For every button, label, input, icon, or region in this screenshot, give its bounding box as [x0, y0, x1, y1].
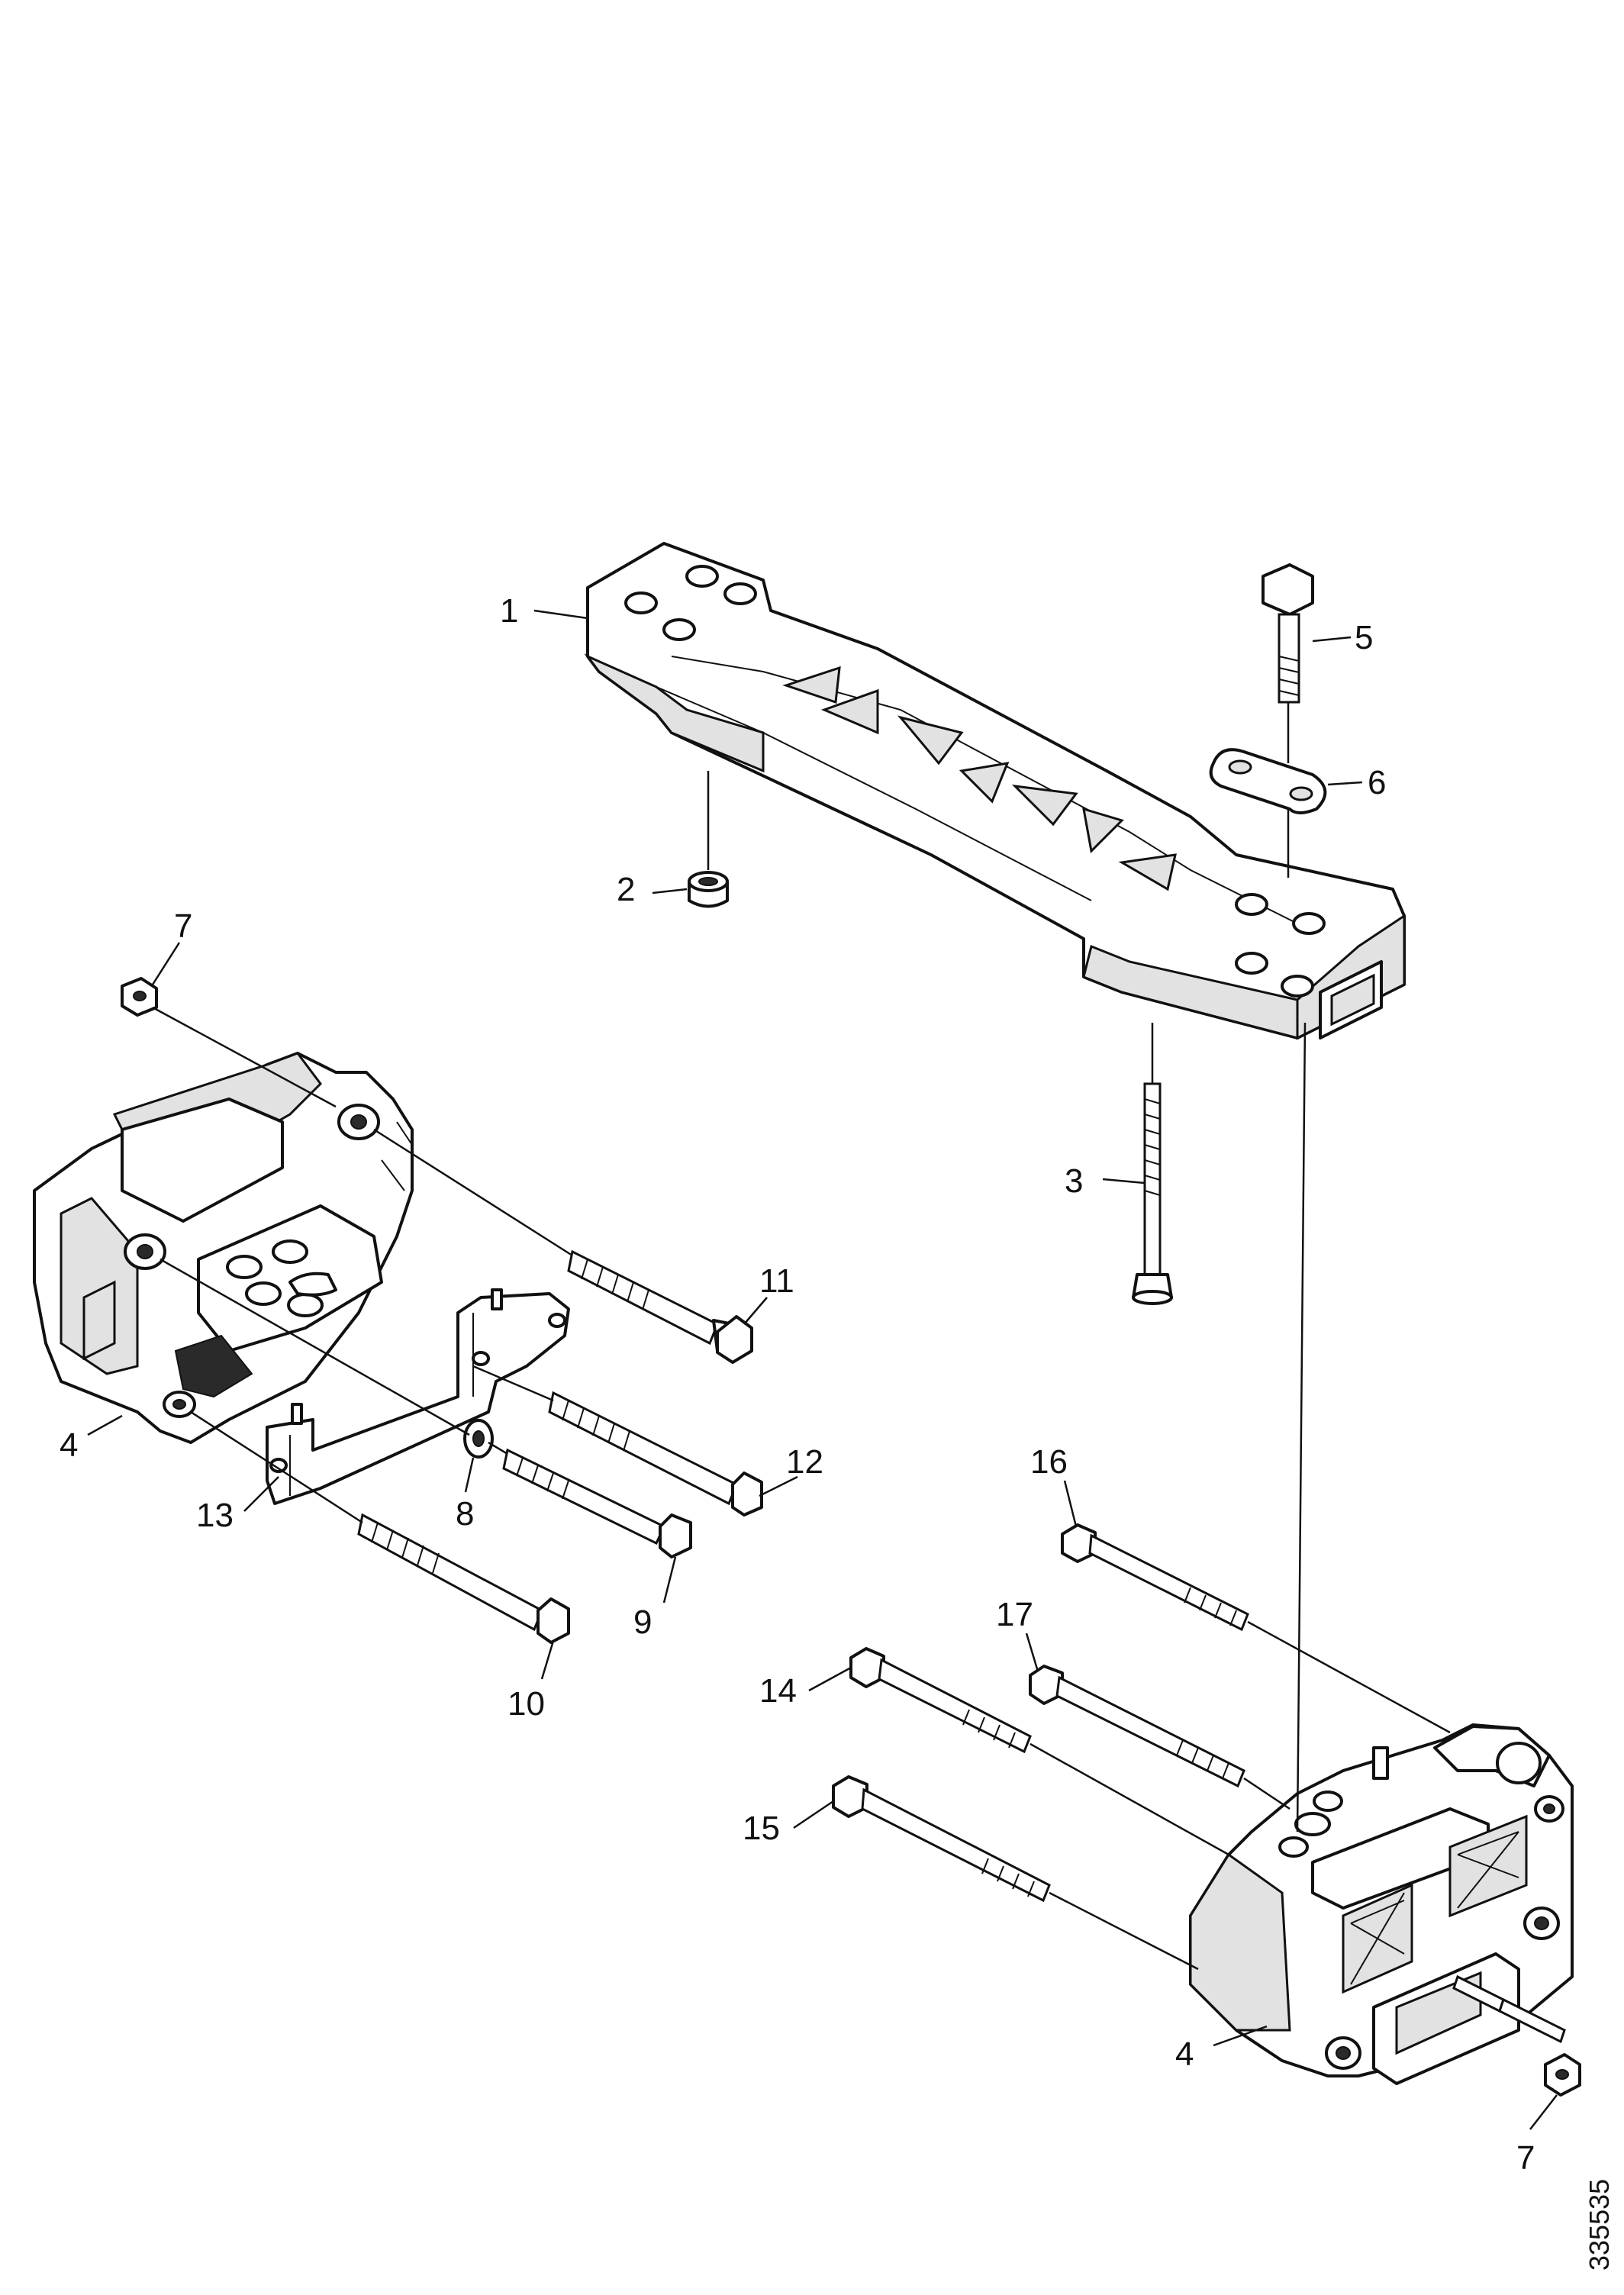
callout-6: 6 [1368, 764, 1386, 801]
nut-part-7-right [1544, 2053, 1581, 2097]
reference-number: 335535 [1584, 2179, 1615, 2271]
bolt-part-9 [502, 1448, 692, 1558]
callout-7-right: 7 [1516, 2139, 1535, 2177]
centerlines [152, 702, 1451, 1971]
callout-16: 16 [1030, 1443, 1068, 1481]
callout-4-left: 4 [60, 1426, 78, 1464]
callout-14: 14 [759, 1672, 797, 1710]
callouts: 1 2 3 4 4 5 6 7 7 8 9 10 11 12 13 14 15 … [60, 592, 1535, 2177]
bolt-part-17 [1029, 1665, 1245, 1788]
engine-mount-right-part-4 [1189, 1723, 1574, 2085]
bolt-part-15 [832, 1775, 1051, 1903]
callout-9: 9 [633, 1604, 652, 1641]
plate-part-6 [1209, 748, 1327, 814]
callout-3: 3 [1065, 1162, 1083, 1200]
callout-5: 5 [1355, 619, 1373, 656]
bolt-part-5 [1262, 563, 1314, 704]
callout-7-left: 7 [174, 907, 192, 945]
bolt-part-11 [567, 1249, 753, 1364]
callout-10: 10 [508, 1685, 545, 1723]
bolt-part-16 [1061, 1523, 1249, 1632]
callout-11: 11 [759, 1262, 794, 1300]
callout-12: 12 [786, 1443, 823, 1481]
callout-1: 1 [500, 592, 518, 630]
callout-17: 17 [996, 1596, 1033, 1633]
callout-2: 2 [617, 871, 635, 908]
washer-part-8 [463, 1419, 494, 1459]
callout-15: 15 [743, 1810, 780, 1847]
bolt-part-10 [357, 1513, 570, 1644]
engine-mount-left-part-4 [33, 1052, 414, 1444]
callout-13: 13 [196, 1497, 234, 1534]
stud-bolt-part-3 [1132, 1082, 1173, 1305]
bracket-part-13 [266, 1288, 570, 1505]
callout-4-right: 4 [1175, 2036, 1194, 2073]
crossmember-part-1 [584, 542, 1406, 1040]
bolt-part-14 [849, 1647, 1032, 1754]
leader-lines [87, 609, 1558, 2130]
bolt-part-12 [548, 1391, 763, 1517]
nut-part-7-left [121, 977, 158, 1017]
bushing-part-2 [688, 871, 729, 908]
callout-8: 8 [456, 1495, 474, 1533]
